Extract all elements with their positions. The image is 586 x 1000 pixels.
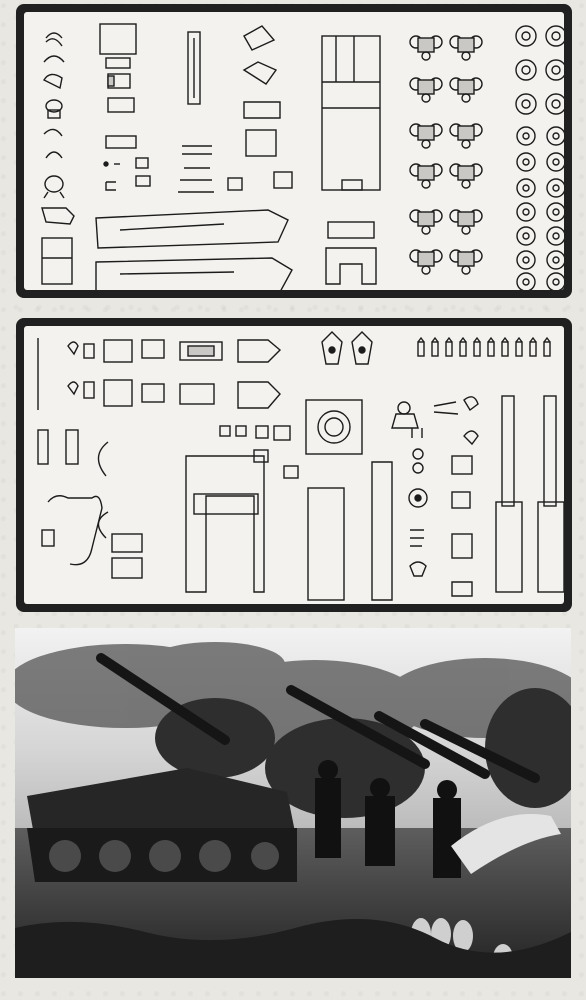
parts-tree-bottom-drawing — [37, 331, 564, 601]
small-parts-cluster-mid — [178, 31, 293, 193]
parts-tree-bottom — [24, 326, 564, 604]
crew-compartment-parts — [97, 425, 299, 593]
fittings-parts — [408, 448, 473, 597]
foreground-grass — [15, 919, 571, 978]
sponson-parts — [41, 209, 293, 290]
shell-highlight — [451, 814, 561, 874]
suspension-bogie-parts — [409, 35, 483, 275]
rod-and-small-parts — [37, 338, 282, 410]
bracket-parts — [242, 25, 281, 157]
parts-tree-top — [24, 12, 564, 290]
photo-scene — [15, 628, 571, 978]
parts-tree-frame-top — [16, 4, 572, 298]
turret-ring-parts — [305, 399, 393, 601]
cone-parts — [321, 331, 373, 365]
small-parts-cluster-left — [99, 23, 151, 191]
road-wheel-parts — [515, 25, 564, 290]
track-link-parts — [37, 429, 143, 579]
tank-hull — [27, 768, 297, 882]
gun-barrel-parts — [495, 395, 564, 593]
crew-figure-parts — [41, 32, 75, 225]
historical-photo — [15, 628, 571, 978]
shell-parts — [417, 336, 551, 357]
hull-floor-part — [321, 35, 381, 285]
parts-tree-frame-bottom — [16, 318, 572, 612]
crew-silhouettes — [315, 760, 461, 878]
parts-tree-top-drawing — [41, 23, 564, 290]
gun-barrels — [96, 653, 540, 783]
figure-parts — [391, 396, 479, 446]
